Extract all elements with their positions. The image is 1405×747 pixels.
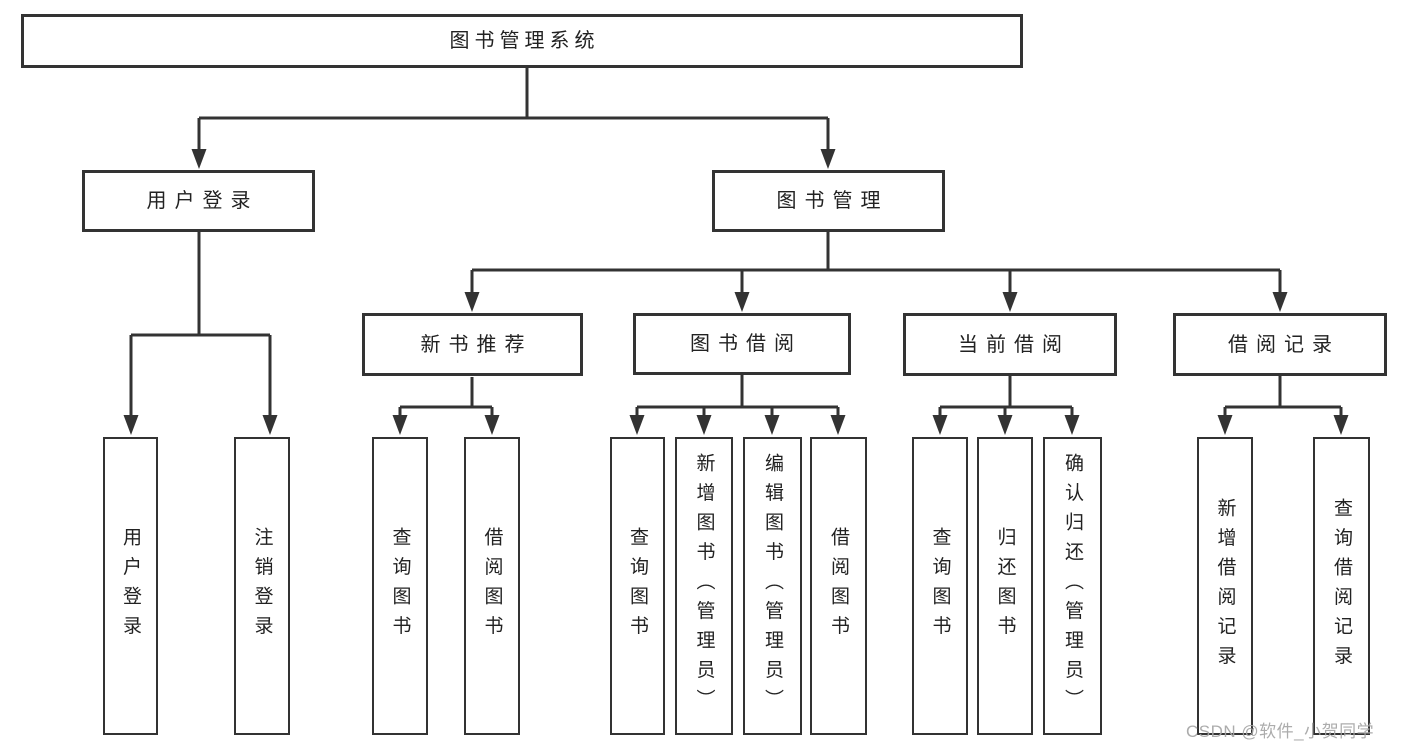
leaf-return-books: 归还图书	[977, 437, 1033, 735]
leaf-label: 归还图书	[994, 527, 1016, 645]
node-library-management-system: 图书管理系统	[21, 14, 1023, 68]
node-book-management: 图书管理	[712, 170, 945, 232]
leaf-label: 查询图书	[929, 527, 951, 645]
leaf-label: 编辑图书（管理员）	[762, 453, 783, 719]
leaf-borrow-books: 借阅图书	[810, 437, 867, 735]
node-label: 用户登录	[146, 190, 259, 212]
node-label: 图书借阅	[690, 333, 802, 355]
leaf-borrow-books-recommend: 借阅图书	[464, 437, 520, 735]
node-book-borrow: 图书借阅	[633, 313, 851, 375]
leaf-label: 注销登录	[251, 527, 273, 645]
leaf-query-books-borrow: 查询图书	[610, 437, 665, 735]
leaf-label: 借阅图书	[481, 527, 503, 645]
node-label: 新书推荐	[420, 333, 533, 356]
leaf-logout: 注销登录	[234, 437, 290, 735]
leaf-label: 用户登录	[120, 527, 141, 645]
leaf-confirm-return-admin: 确认归还（管理员）	[1043, 437, 1102, 735]
leaf-query-books-current: 查询图书	[912, 437, 968, 735]
leaf-label: 查询图书	[389, 527, 411, 645]
leaf-label: 借阅图书	[828, 527, 849, 645]
node-label: 当前借阅	[958, 333, 1070, 356]
node-label: 图书管理系统	[449, 30, 600, 52]
leaf-label: 确认归还（管理员）	[1062, 453, 1083, 719]
arrowhead-icons	[123, 149, 1349, 435]
node-label: 图书管理	[776, 190, 889, 212]
leaf-query-borrow-record: 查询借阅记录	[1313, 437, 1370, 735]
node-borrow-records: 借阅记录	[1173, 313, 1387, 376]
node-label: 借阅记录	[1228, 333, 1340, 356]
leaf-label: 新增图书（管理员）	[693, 453, 715, 719]
leaf-query-books-recommend: 查询图书	[372, 437, 428, 735]
node-user-login: 用户登录	[82, 170, 315, 232]
node-current-borrow: 当前借阅	[903, 313, 1117, 376]
leaf-label: 查询借阅记录	[1331, 497, 1352, 675]
csdn-watermark: CSDN @软件_小贺同学	[1186, 722, 1375, 741]
node-new-book-recommend: 新书推荐	[362, 313, 583, 376]
leaf-add-books-admin: 新增图书（管理员）	[675, 437, 733, 735]
leaf-edit-books-admin: 编辑图书（管理员）	[743, 437, 802, 735]
leaf-add-borrow-record: 新增借阅记录	[1197, 437, 1253, 735]
leaf-user-login: 用户登录	[103, 437, 158, 735]
leaf-label: 查询图书	[627, 527, 648, 645]
leaf-label: 新增借阅记录	[1214, 497, 1236, 675]
